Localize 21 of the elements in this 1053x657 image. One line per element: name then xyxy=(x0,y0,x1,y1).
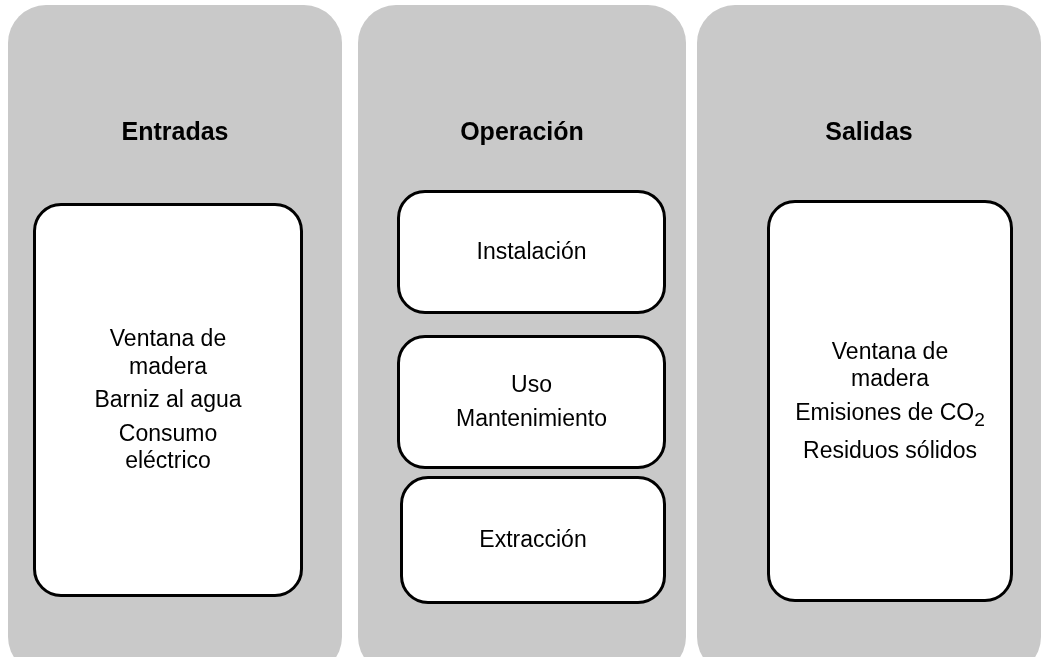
item-text: Mantenimiento xyxy=(456,405,607,433)
content-box xyxy=(400,476,666,604)
item-text: Extracción xyxy=(479,526,587,554)
item-text: Ventana de madera xyxy=(830,337,950,393)
column-panel xyxy=(8,5,342,657)
item-text: Consumo eléctrico xyxy=(117,419,219,475)
content-box xyxy=(397,335,666,469)
item-text: Emisiones de CO$_{2}$ xyxy=(795,399,985,431)
content-box xyxy=(397,190,666,314)
item-text: Barniz al agua xyxy=(94,386,242,414)
content-box xyxy=(767,200,1013,602)
column-panel xyxy=(697,5,1041,657)
column-heading: Salidas xyxy=(824,117,914,146)
item-text: Instalación xyxy=(476,238,587,266)
column-heading: Operación xyxy=(459,117,585,146)
content-box xyxy=(33,203,303,597)
item-text: Uso xyxy=(511,371,552,399)
item-text: Residuos sólidos xyxy=(803,436,977,465)
item-text: Ventana de madera xyxy=(108,325,228,381)
column-heading: Entradas xyxy=(120,117,230,146)
column-panel xyxy=(358,5,686,657)
